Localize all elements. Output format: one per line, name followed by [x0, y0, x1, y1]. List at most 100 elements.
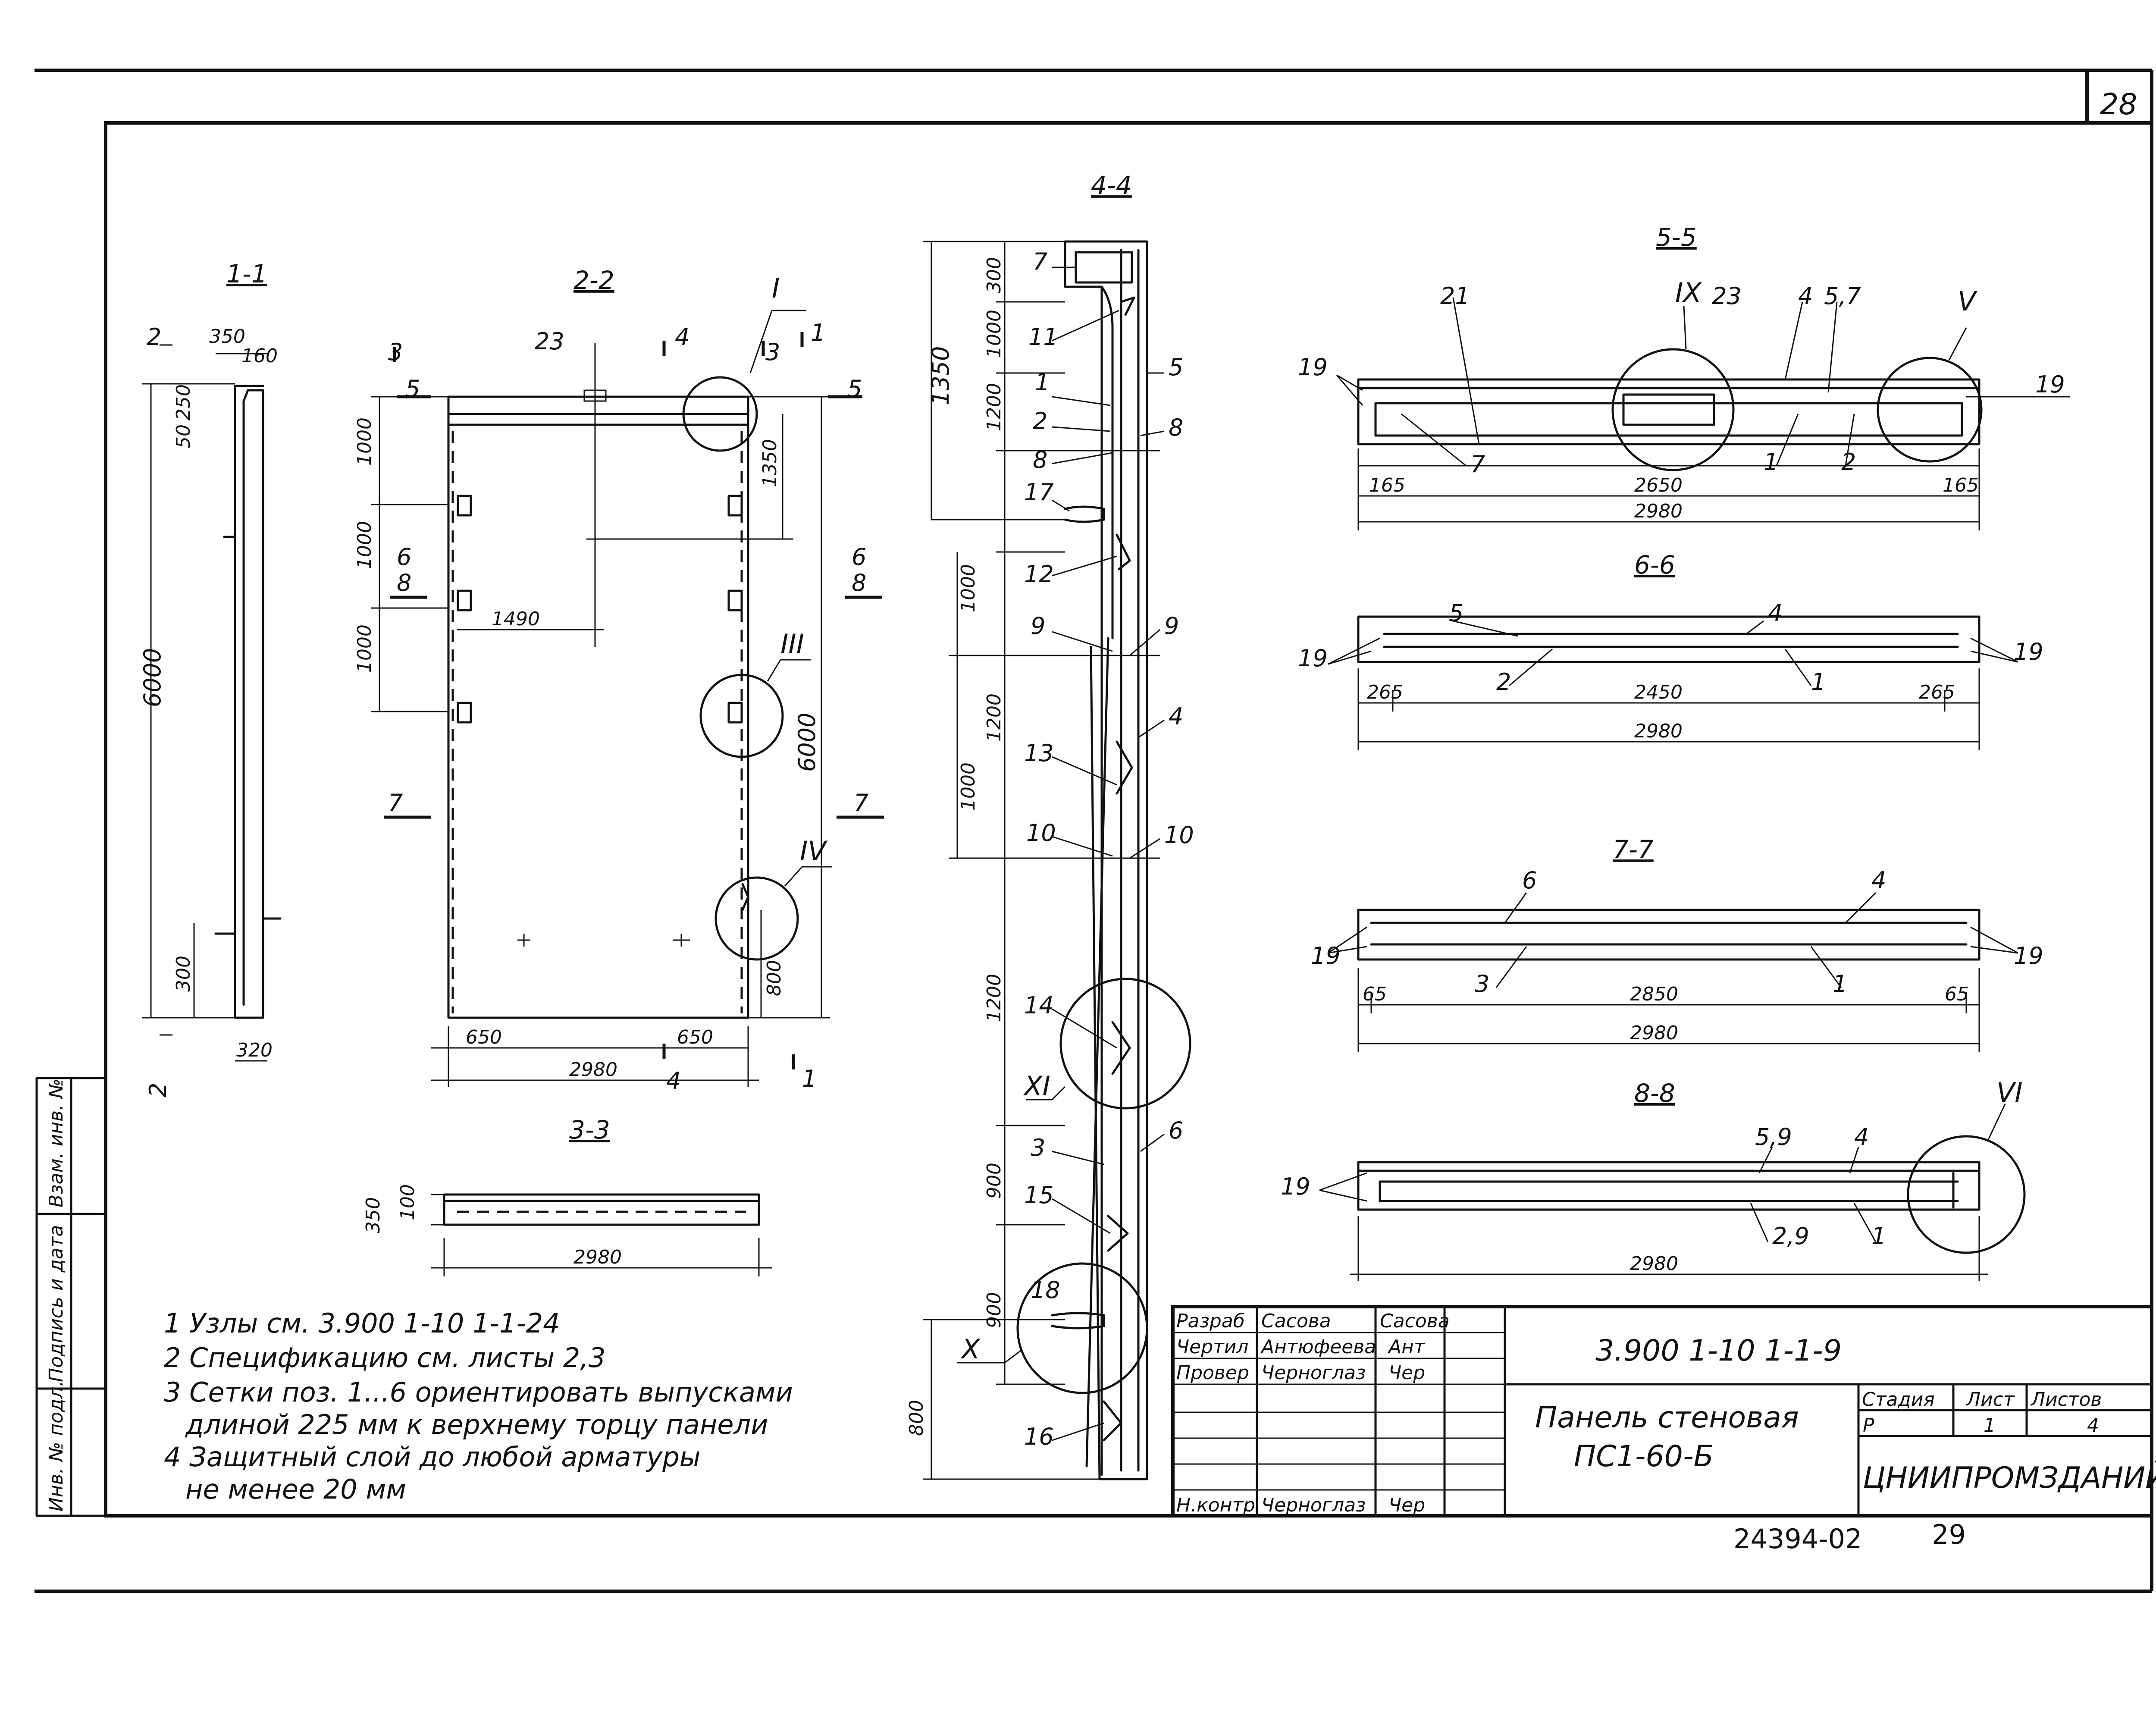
dim-4-4-1000a: 1000	[983, 310, 1005, 358]
label-2-2-cut6-right: 6	[852, 543, 866, 571]
pos-7-7-1: 1	[1833, 970, 1847, 997]
pos-16: 16	[1024, 1423, 1054, 1450]
section-title-2-2: 2-2	[573, 266, 614, 295]
dim-1-1-top-b: 250	[172, 384, 194, 420]
dim-2-2-800: 800	[763, 960, 785, 996]
sheet-frame: 28	[34, 69, 2153, 1593]
stage-label: Стадия	[1862, 1389, 1935, 1411]
pos-7-7-4: 4	[1871, 867, 1886, 894]
sheet-title-1: Панель стеновая	[1535, 1401, 1799, 1435]
dim-5-5-2650: 2650	[1634, 474, 1683, 496]
stamp-name-1: Сасова	[1261, 1310, 1331, 1332]
stamp-role-3: Провер	[1176, 1362, 1249, 1384]
pos-7-7-6: 6	[1522, 867, 1537, 894]
pos-3: 3	[1031, 1134, 1045, 1161]
dim-3-3-100: 100	[397, 1184, 419, 1220]
title-block: Разраб Сасова Сасова Чертил Антюфеева Ан…	[1171, 1305, 2156, 1518]
sheets-label: Листов	[2030, 1389, 2102, 1411]
label-2-2-cut5: 5	[405, 375, 420, 402]
pos-9-right: 9	[1164, 612, 1179, 640]
dim-2-2-650-left: 650	[466, 1026, 502, 1048]
stamp-sign-3: Чер	[1388, 1362, 1425, 1384]
pos-14: 14	[1024, 992, 1054, 1019]
dim-4-4-300: 300	[983, 257, 1005, 293]
sheets-value: 4	[2087, 1414, 2099, 1436]
dim-1-1-bottom: 300	[172, 956, 194, 992]
pos-6-6-19-right: 19	[2014, 638, 2043, 665]
doc-number: 3.900 1-10 1-1-9	[1595, 1334, 1842, 1368]
pos-6-6-2: 2	[1496, 668, 1511, 696]
section-title-8-8: 8-8	[1634, 1079, 1675, 1108]
pos-7-7-3: 3	[1475, 970, 1489, 997]
section-2-2: 2-2	[354, 266, 884, 1094]
label-2-2-cut7-right: 7	[854, 789, 868, 816]
sheet-title-2: ПС1-60-Б	[1574, 1439, 1714, 1474]
pos-8-8-4: 4	[1854, 1123, 1869, 1151]
sheet-label: Лист	[1965, 1389, 2015, 1411]
pos-6-6-5: 5	[1449, 599, 1463, 627]
pos-5-5-7: 7	[1470, 451, 1485, 478]
dim-4-4-1200c: 1200	[983, 974, 1005, 1022]
label-2-2-cut4-bottom: 4	[666, 1067, 681, 1094]
dim-2-2-1490: 1490	[492, 608, 540, 630]
label-2-2-cut7-left: 7	[388, 789, 403, 816]
section-3-3: 3-3 350 100 2980	[362, 1115, 772, 1276]
dim-2-2-650-right: 650	[677, 1026, 713, 1048]
section-title-6-6: 6-6	[1634, 550, 1675, 580]
dim-4-4-1200b: 1200	[983, 693, 1005, 742]
pos-13: 13	[1024, 740, 1054, 767]
label-2-2-cut6: 6	[397, 543, 411, 571]
stamp-name-3: Черноглаз	[1261, 1362, 1366, 1384]
section-7-7: 7-7 6 4 19 19 3 1 65 2850 65 2980	[1311, 835, 2043, 1052]
note-3-cont: длиной 225 мм к верхнему торцу панели	[185, 1409, 768, 1440]
stamp-name-4: Черноглаз	[1261, 1494, 1366, 1516]
dim-2-2-1000a: 1000	[354, 417, 376, 466]
pos-12: 12	[1024, 561, 1054, 588]
dim-5-5-165-left: 165	[1369, 474, 1405, 496]
corner-sheet-number: 28	[2100, 88, 2137, 122]
dim-2-2-1350: 1350	[759, 439, 781, 487]
section-title-5-5: 5-5	[1656, 223, 1697, 252]
dim-4-4-900a: 900	[983, 1163, 1005, 1199]
label-2-2-cut1-bottom: 1	[802, 1065, 817, 1092]
side-label-inv: Инв. № подл.	[45, 1380, 67, 1511]
note-1: 1 Узлы см. 3.900 1-10 1-1-24	[164, 1308, 560, 1339]
section-title-7-7: 7-7	[1613, 835, 1654, 864]
pos-5-5-19-right: 19	[2035, 371, 2065, 398]
dim-1-1-width: 350	[209, 326, 245, 348]
label-2-2-cut8: 8	[397, 569, 411, 596]
label-2-2-cut3-right: 3	[765, 339, 780, 366]
sheet-value: 1	[1984, 1414, 1996, 1436]
dim-1-1-cut-bottom: 2	[144, 1083, 172, 1097]
dim-4-4-1000b: 1000	[957, 564, 979, 612]
note-4: 4 Защитный слой до любой арматуры	[164, 1441, 701, 1473]
section-4-4: 4-4	[906, 171, 1194, 1480]
section-5-5: 5-5 IX V 21 23 4 5,7 19 19 7 1	[1298, 223, 2070, 530]
callout-I: I	[772, 273, 780, 304]
dim-1-1-top-a: 50	[172, 424, 194, 448]
note-2: 2 Спецификацию см. листы 2,3	[164, 1342, 605, 1373]
pos-8-left: 8	[1033, 446, 1047, 473]
dim-2-2-1000c: 1000	[354, 624, 376, 673]
pos-15: 15	[1024, 1182, 1054, 1209]
section-title-3-3: 3-3	[569, 1115, 610, 1145]
section-8-8: 8-8 VI 5,9 4 19 2,9 1 2980	[1281, 1077, 2026, 1281]
stamp-sign-2: Ант	[1387, 1336, 1426, 1358]
footer-page: 29	[1932, 1519, 1966, 1550]
pos-5-5-21: 21	[1440, 282, 1470, 310]
dim-2-2-6000: 6000	[793, 713, 821, 772]
dim-2-2-2980: 2980	[569, 1059, 617, 1081]
side-label-replace: Взам. инв. №	[45, 1079, 67, 1207]
organization: ЦНИИПРОМЗДАНИЙ	[1863, 1461, 2156, 1495]
pos-5-5-4: 4	[1798, 282, 1813, 310]
pos-7: 7	[1033, 248, 1047, 275]
stamp-role-4: Н.контр	[1176, 1494, 1255, 1516]
pos-8-right: 8	[1169, 414, 1183, 441]
pos-9-left: 9	[1031, 612, 1045, 640]
dim-5-5-165-right: 165	[1943, 474, 1979, 496]
pos-5-5-1: 1	[1764, 448, 1778, 476]
general-notes: 1 Узлы см. 3.900 1-10 1-1-24 2 Специфика…	[164, 1308, 793, 1505]
positions-4-4: 7 11 1 2 8 8 17 5 12 9 9 13 4 10 10 14 3…	[1024, 248, 1194, 1450]
callout-XI: XI	[1023, 1070, 1050, 1102]
dim-6-6-2450: 2450	[1634, 681, 1683, 703]
